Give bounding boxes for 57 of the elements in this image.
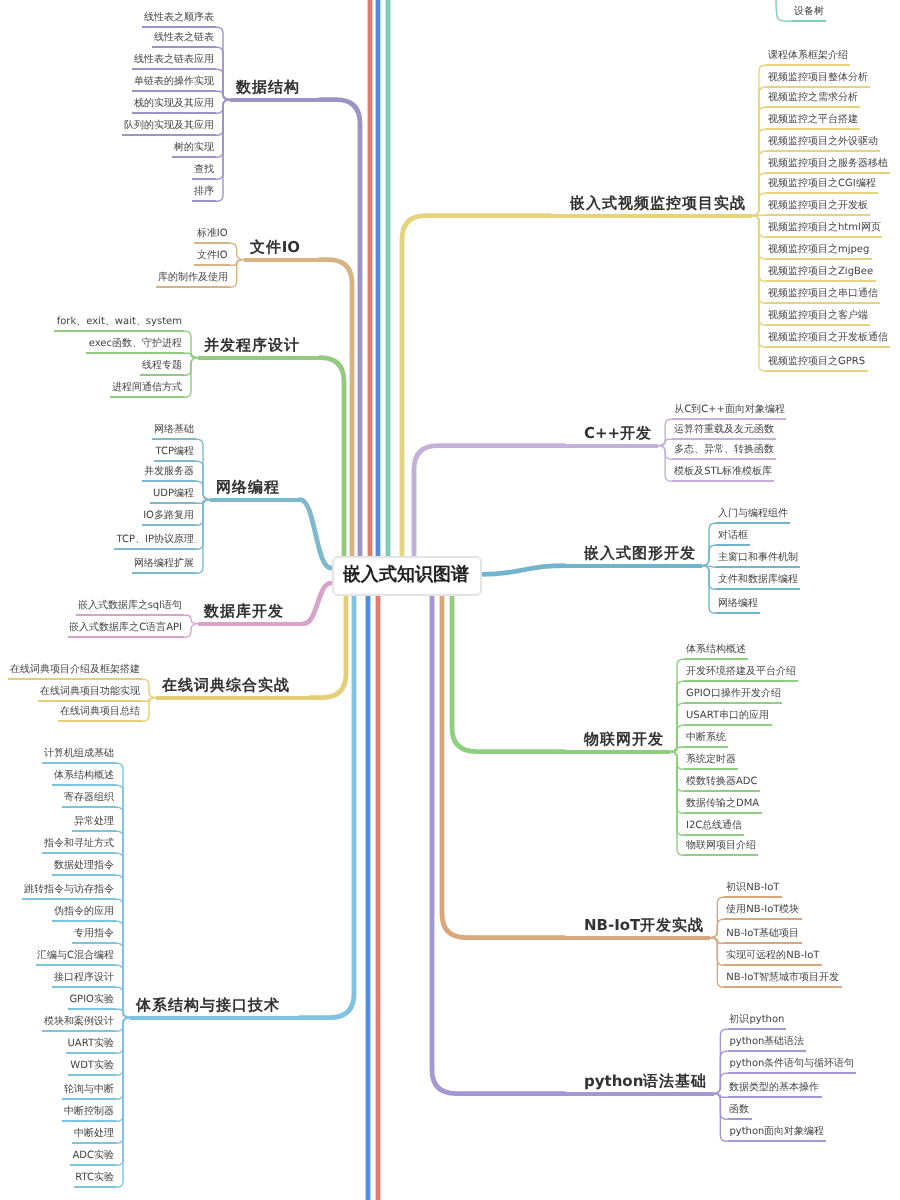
connector-line bbox=[183, 356, 199, 398]
connector-line bbox=[478, 563, 567, 577]
connector-line bbox=[297, 497, 334, 571]
connector-line bbox=[709, 918, 726, 939]
connector-line bbox=[751, 214, 767, 372]
connector-line bbox=[195, 498, 211, 574]
connector-line bbox=[411, 443, 567, 559]
connector-line bbox=[439, 593, 567, 940]
connector-line bbox=[317, 97, 363, 559]
connector-line bbox=[709, 936, 726, 988]
connector-line bbox=[183, 622, 199, 638]
connector-line bbox=[669, 746, 685, 753]
connector-line bbox=[712, 1072, 729, 1095]
connector-line bbox=[669, 750, 685, 856]
connector-line bbox=[399, 213, 553, 559]
connector-line bbox=[141, 696, 157, 722]
connector-line bbox=[317, 257, 355, 559]
connector-line bbox=[712, 1092, 729, 1142]
connector-line bbox=[669, 724, 685, 753]
connector-line bbox=[215, 90, 231, 101]
connector-line bbox=[301, 580, 334, 626]
connector-line bbox=[751, 214, 767, 217]
connector-line bbox=[375, 593, 381, 1200]
connector-line bbox=[215, 68, 231, 101]
connector-line bbox=[141, 678, 157, 699]
connector-line bbox=[657, 418, 673, 447]
connector-line bbox=[367, 0, 373, 559]
connector-line bbox=[709, 936, 726, 944]
connector-line bbox=[449, 593, 567, 754]
connector-line bbox=[115, 1008, 131, 1019]
connector-line bbox=[365, 593, 371, 1200]
connector-line bbox=[701, 564, 717, 568]
connector-line bbox=[307, 593, 349, 700]
connector-line bbox=[657, 438, 673, 447]
connector-line bbox=[195, 498, 211, 504]
connector-line bbox=[751, 192, 767, 217]
connector-line bbox=[141, 696, 157, 702]
connector-line bbox=[701, 564, 717, 614]
connector-line bbox=[657, 444, 673, 482]
central-topic-box: 嵌入式知识图谱 bbox=[331, 556, 481, 596]
connector-line bbox=[183, 330, 199, 359]
connector-line bbox=[195, 480, 211, 501]
connector-line bbox=[297, 593, 357, 1020]
connector-line bbox=[429, 593, 567, 1096]
connector-line bbox=[183, 352, 199, 359]
connector-line bbox=[375, 0, 381, 559]
connector-line bbox=[115, 986, 131, 1019]
connector-line bbox=[215, 98, 231, 202]
connector-line bbox=[228, 258, 245, 288]
connector-line bbox=[385, 0, 391, 559]
connector-line bbox=[183, 614, 199, 625]
connector-line bbox=[712, 1092, 729, 1098]
connector-line bbox=[228, 258, 245, 266]
connector-line bbox=[228, 242, 245, 261]
connector-line bbox=[317, 355, 347, 559]
connector-line bbox=[701, 544, 717, 567]
connector-line bbox=[775, 0, 793, 22]
